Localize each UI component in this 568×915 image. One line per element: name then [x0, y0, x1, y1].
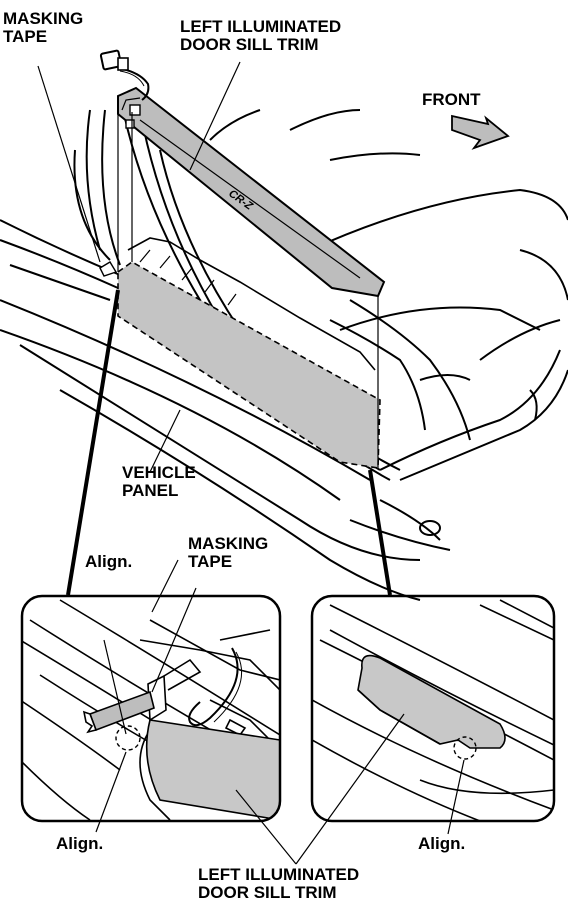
trim-top-label: LEFT ILLUMINATED DOOR SILL TRIM: [180, 18, 341, 54]
alignment-lines: [117, 112, 379, 468]
vehicle-panel-area: [117, 261, 381, 469]
trim-clip: [129, 104, 141, 116]
masking-tape-inset-label: MASKING TAPE: [188, 535, 268, 571]
bottom-trim-leaders: [235, 713, 405, 865]
label-line: PANEL: [122, 481, 179, 500]
label-line: VEHICLE: [122, 463, 196, 482]
left-inset-leaders: [95, 587, 197, 833]
align-right-bottom-label: Align.: [418, 834, 466, 853]
label-line: LEFT ILLUMINATED: [198, 865, 360, 884]
front-arrow-icon: [451, 114, 510, 150]
label-leaders: [37, 61, 241, 613]
label-line: MASKING: [188, 534, 269, 553]
masking-tape-top: [99, 261, 118, 277]
vehicle-panel-label: VEHICLE PANEL: [122, 464, 196, 500]
left-detail-inset: [20, 587, 282, 833]
label-line: DOOR SILL TRIM: [198, 883, 337, 902]
door-sill-trim: [117, 86, 386, 298]
wire-harness: [117, 67, 150, 101]
left-inset-frame: [20, 594, 282, 823]
panel-step-detail: [127, 237, 376, 371]
right-inset-leaders: [447, 759, 465, 835]
right-detail-inset: [310, 594, 556, 835]
zoom-leaders: [66, 289, 392, 596]
align-left-top-label: Align.: [85, 552, 133, 571]
label-line: LEFT ILLUMINATED: [180, 17, 342, 36]
right-inset-frame: [310, 594, 556, 823]
trim-clip: [125, 119, 135, 129]
masking-tape-top-label: MASKING TAPE: [3, 10, 83, 46]
label-line: DOOR SILL TRIM: [180, 35, 319, 54]
label-line: MASKING: [3, 9, 84, 28]
label-line: TAPE: [3, 27, 48, 46]
label-line: TAPE: [188, 552, 233, 571]
trim-bottom-label: LEFT ILLUMINATED DOOR SILL TRIM: [198, 866, 359, 902]
front-label: FRONT: [422, 90, 481, 109]
align-left-bottom-label: Align.: [56, 834, 104, 853]
